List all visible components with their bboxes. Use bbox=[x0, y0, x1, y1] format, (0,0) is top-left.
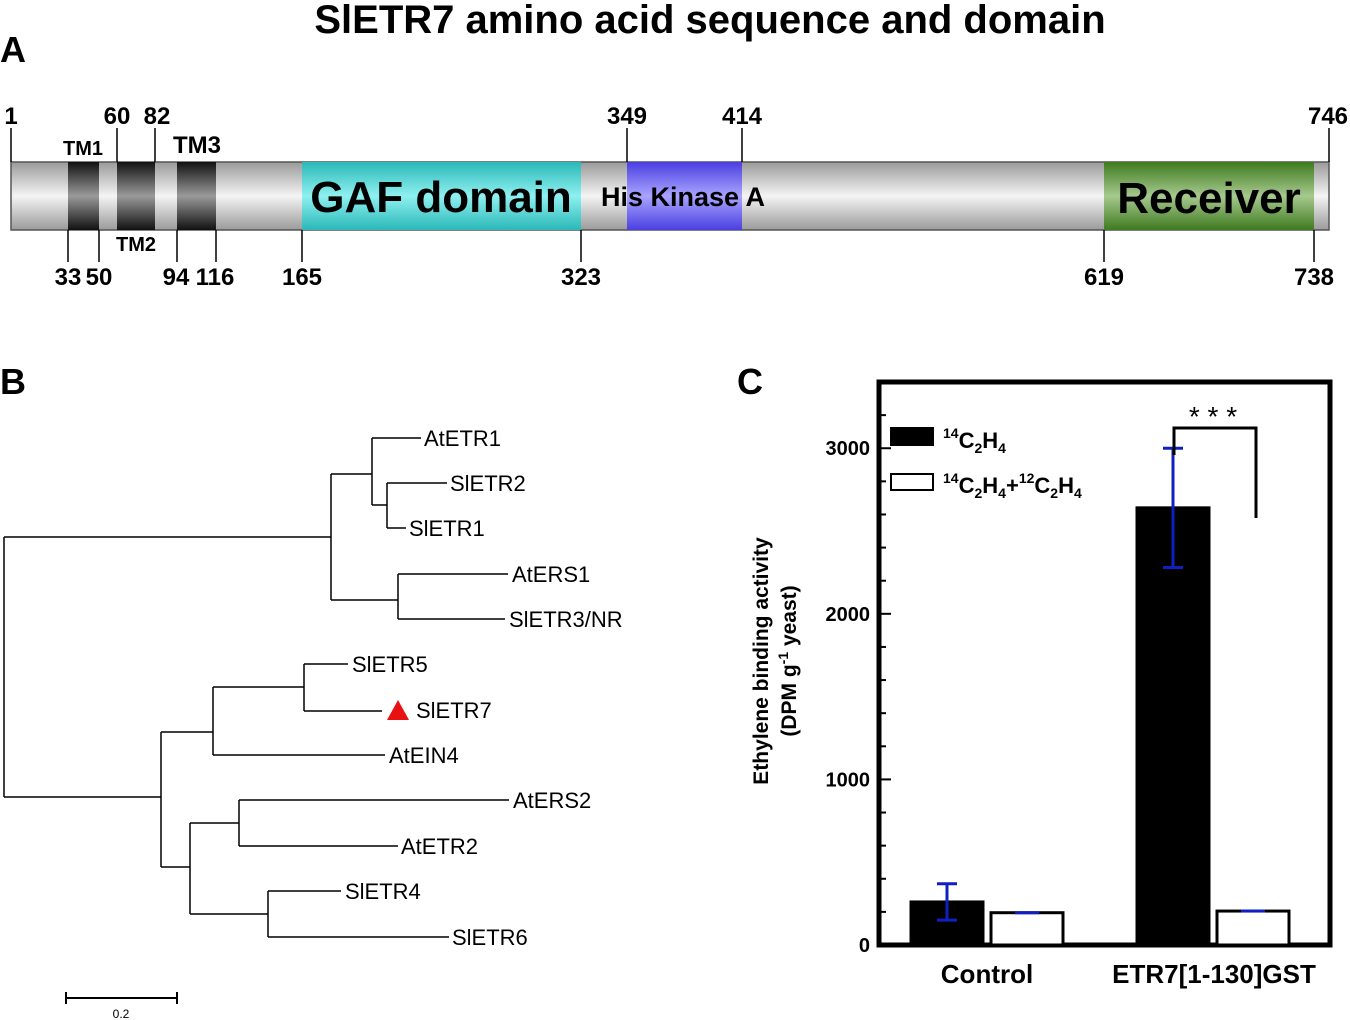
legend1-c: C bbox=[959, 428, 975, 453]
significance-bracket bbox=[1172, 426, 1258, 518]
leaf-SlETR3: SlETR3/NR bbox=[509, 607, 623, 632]
y-tick-label: 3000 bbox=[826, 438, 871, 460]
category-label-etr7: ETR7[1-130]GST bbox=[1112, 959, 1316, 989]
figure-title: SlETR7 amino acid sequence and domain bbox=[314, 0, 1105, 42]
legend2-sup1: 14 bbox=[943, 470, 959, 486]
legend-swatch-14c2h4-12c2h4 bbox=[890, 473, 934, 491]
leaf-SlETR4: SlETR4 bbox=[345, 879, 421, 904]
leaf-AtETR2: AtETR2 bbox=[401, 834, 478, 859]
legend2-c1-sub: 2 bbox=[974, 485, 982, 501]
domain-map: 1 60 82 349 414 746 33 50 94 116 165 323… bbox=[4, 103, 1348, 291]
his-kinase-domain bbox=[627, 162, 742, 230]
pos-label-619: 619 bbox=[1084, 264, 1124, 291]
legend2-c1: C bbox=[959, 473, 975, 498]
leaf-SlETR5: SlETR5 bbox=[352, 652, 428, 677]
leaf-AtERS1: AtERS1 bbox=[512, 562, 590, 587]
pos-label-738: 738 bbox=[1294, 264, 1334, 291]
legend-swatch-14c2h4 bbox=[890, 427, 934, 446]
tm1-segment bbox=[68, 162, 99, 230]
significance-stars: * * * bbox=[1189, 401, 1237, 432]
tree-branches bbox=[3, 437, 509, 938]
leaf-AtEIN4: AtEIN4 bbox=[389, 743, 459, 768]
legend1-sup: 14 bbox=[943, 425, 959, 441]
y-axis-title: Ethylene binding activity (DPM g-1 yeast… bbox=[750, 537, 801, 785]
tm2-label: TM2 bbox=[116, 234, 156, 256]
gaf-domain-label: GAF domain bbox=[310, 173, 572, 222]
pos-label-33: 33 bbox=[55, 264, 82, 291]
legend-label-14c2h4: 14C2H4 bbox=[943, 425, 1006, 456]
legend-label-14c2h4-12c2h4: 14C2H4+12C2H4 bbox=[943, 470, 1082, 501]
y-tick-label: 0 bbox=[859, 935, 870, 957]
legend2-sup2: 12 bbox=[1019, 470, 1035, 486]
binding-chart: 0 1000 2000 3000 Control ETR7[1-130]GST Eth… bbox=[750, 379, 1333, 989]
tm3-label: TM3 bbox=[173, 132, 221, 159]
tm2-segment bbox=[117, 162, 155, 230]
legend1-h-sub: 4 bbox=[998, 440, 1006, 456]
pos-label-165: 165 bbox=[282, 264, 322, 291]
leaf-SlETR2: SlETR2 bbox=[450, 471, 526, 496]
his-kinase-label: His Kinase A bbox=[601, 182, 765, 212]
receiver-domain bbox=[1104, 162, 1314, 230]
highlight-triangle-icon bbox=[387, 700, 409, 720]
leaf-AtERS2: AtERS2 bbox=[513, 788, 591, 813]
pos-label-82: 82 bbox=[144, 103, 171, 130]
legend2-h1: H bbox=[982, 473, 998, 498]
bottom-ticks bbox=[67, 230, 1315, 262]
y-axis: 0 1000 2000 3000 bbox=[826, 381, 891, 957]
y-axis-title-line1: Ethylene binding activity bbox=[750, 537, 773, 785]
bars-group bbox=[909, 506, 1291, 947]
leaf-SlETR1: SlETR1 bbox=[409, 516, 485, 541]
legend2-h2: H bbox=[1058, 473, 1074, 498]
legend2-h2-sub: 4 bbox=[1074, 485, 1082, 501]
ylabel-line2-pre: (DPM g bbox=[778, 664, 801, 736]
tree-scale-label: 0.2 bbox=[113, 1007, 130, 1020]
leaf-SlETR7: SlETR7 bbox=[416, 698, 492, 723]
pos-label-50: 50 bbox=[86, 264, 113, 291]
leaf-SlETR6: SlETR6 bbox=[452, 925, 528, 950]
pos-label-323: 323 bbox=[561, 264, 601, 291]
phylogenetic-tree: AtETR1 SlETR2 SlETR1 AtERS1 SlETR3/NR Sl… bbox=[3, 426, 623, 1020]
panel-label-a: A bbox=[0, 29, 26, 70]
pos-label-414: 414 bbox=[722, 103, 763, 130]
legend2-plus: + bbox=[1006, 473, 1019, 498]
y-tick-label: 1000 bbox=[826, 769, 871, 791]
legend2-h1-sub: 4 bbox=[998, 485, 1006, 501]
panel-label-b: B bbox=[0, 361, 26, 402]
gaf-domain bbox=[302, 162, 581, 230]
pos-label-94: 94 bbox=[163, 264, 190, 291]
top-ticks bbox=[10, 128, 1330, 162]
ylabel-line2-sup: -1 bbox=[775, 652, 791, 665]
leaf-AtETR1: AtETR1 bbox=[424, 426, 501, 451]
tm1-label: TM1 bbox=[63, 138, 103, 160]
bar-1-0 bbox=[989, 911, 1065, 947]
y-axis-title-line2: (DPM g-1 yeast) bbox=[775, 585, 801, 736]
legend2-c2-sub: 2 bbox=[1050, 485, 1058, 501]
pos-label-746: 746 bbox=[1308, 103, 1348, 130]
category-label-control: Control bbox=[941, 959, 1033, 989]
receiver-domain-label: Receiver bbox=[1117, 174, 1300, 223]
bar-0-1 bbox=[1135, 506, 1211, 947]
legend1-c-sub: 2 bbox=[974, 440, 982, 456]
pos-label-116: 116 bbox=[196, 264, 235, 291]
error-bars-group bbox=[937, 446, 1265, 922]
legend2-c2: C bbox=[1034, 473, 1050, 498]
pos-label-60: 60 bbox=[104, 103, 131, 130]
panel-label-c: C bbox=[737, 361, 763, 402]
bar-1-1 bbox=[1215, 909, 1291, 947]
pos-label-349: 349 bbox=[607, 103, 647, 130]
y-tick-label: 2000 bbox=[826, 604, 871, 626]
ylabel-line2-post: yeast) bbox=[778, 585, 801, 652]
tree-scale-bar bbox=[65, 992, 178, 1004]
legend1-h: H bbox=[982, 428, 998, 453]
chart-frame bbox=[876, 379, 1333, 948]
pos-label-1: 1 bbox=[4, 103, 17, 130]
tm3-segment bbox=[177, 162, 216, 230]
